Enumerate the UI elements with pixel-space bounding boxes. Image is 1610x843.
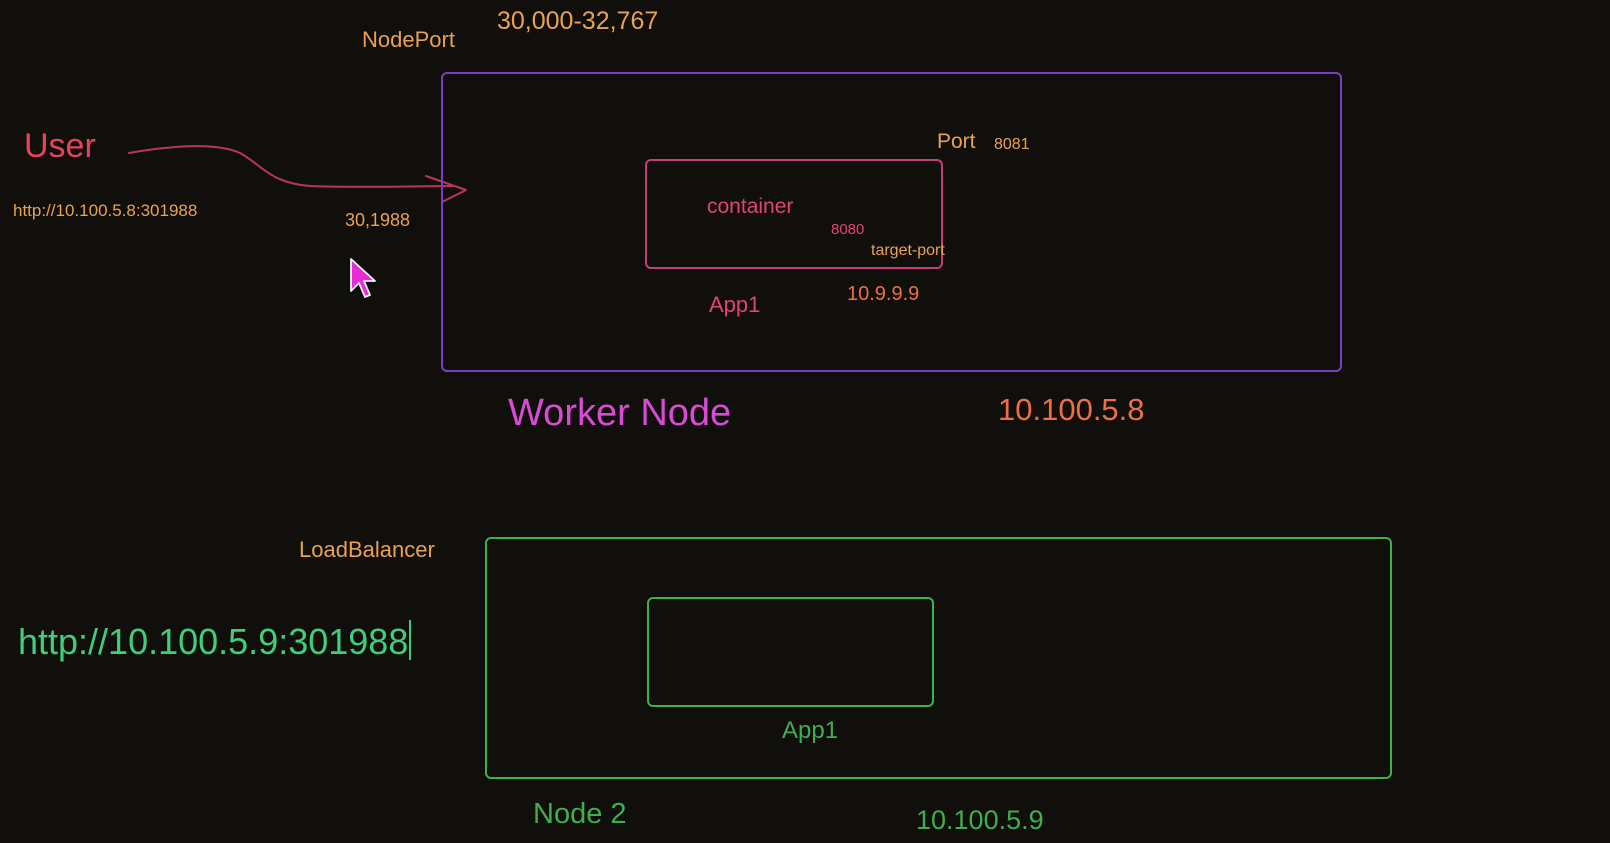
port-label: Port (937, 130, 976, 153)
node2-app1-label: App1 (782, 717, 839, 744)
text-caret (409, 620, 412, 660)
node2-ip: 10.100.5.9 (916, 805, 1044, 835)
worker-node-ip: 10.100.5.8 (998, 392, 1145, 427)
nodeport-label: NodePort (362, 27, 455, 52)
container-label: container (707, 195, 794, 218)
loadbalancer-label: LoadBalancer (299, 537, 435, 562)
node2-container-box (647, 597, 934, 707)
user-label: User (24, 127, 96, 165)
app1-label: App1 (709, 292, 761, 317)
worker-node-box (441, 72, 1342, 372)
pod-ip-label: 10.9.9.9 (847, 283, 920, 305)
loadbalancer-url: http://10.100.5.9:301988 (18, 620, 412, 662)
container-port: 8080 (831, 221, 865, 238)
user-node-port: 30,1988 (345, 210, 411, 230)
node2-box (485, 537, 1392, 779)
user-url: http://10.100.5.8:301988 (13, 201, 198, 220)
target-port-label: target-port (871, 242, 945, 259)
node2-title: Node 2 (533, 798, 627, 830)
loadbalancer-url-text: http://10.100.5.9:301988 (18, 621, 409, 662)
container-box (645, 159, 943, 269)
port-range-label: 30,000-32,767 (497, 7, 659, 35)
port-value: 8081 (994, 136, 1030, 153)
worker-node-title: Worker Node (508, 392, 732, 434)
